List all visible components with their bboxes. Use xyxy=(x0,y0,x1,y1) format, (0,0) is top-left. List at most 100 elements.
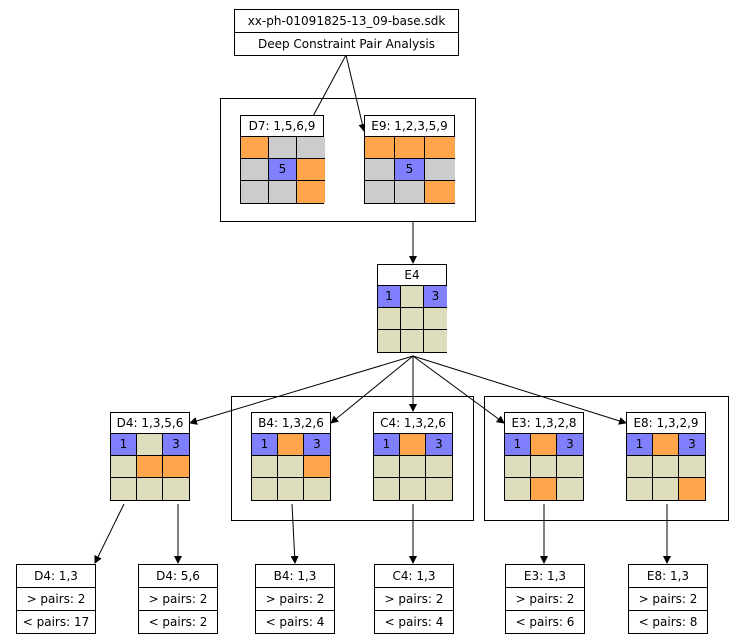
leaf-gt-pairs: > pairs: 2 xyxy=(17,587,95,610)
grid-cell xyxy=(653,478,679,500)
leaf-lt-pairs: < pairs: 4 xyxy=(256,610,334,633)
grid-cell xyxy=(111,456,137,478)
node-label: D7: 1,5,6,9 xyxy=(248,119,316,133)
grid-cell xyxy=(278,434,304,456)
grid-cell xyxy=(374,478,400,500)
grid-cell xyxy=(297,181,325,203)
grid-cell xyxy=(505,456,531,478)
grid-cell xyxy=(557,456,583,478)
grid-cell xyxy=(653,456,679,478)
leaf-lt-pairs: < pairs: 6 xyxy=(506,610,584,633)
grid-cell: 1 xyxy=(252,434,278,456)
grid-cell xyxy=(111,478,137,500)
grid-cell xyxy=(297,159,325,181)
grid-cell xyxy=(278,478,304,500)
grid-cell xyxy=(426,456,452,478)
grid-cell xyxy=(505,478,531,500)
grid-cell xyxy=(365,159,395,181)
grid-cell xyxy=(531,478,557,500)
edge-arrow xyxy=(412,355,505,424)
leaf-title: E3: 1,3 xyxy=(523,569,567,583)
grid-cell xyxy=(241,137,269,159)
node-d7: D7: 1,5,6,9 5 xyxy=(240,115,325,204)
node-label: E4 xyxy=(404,268,420,282)
grid-cell xyxy=(304,456,330,478)
grid-cell: 3 xyxy=(426,434,452,456)
grid-cell xyxy=(297,137,325,159)
leaf-d4-5-6: D4: 5,6 > pairs: 2 < pairs: 2 xyxy=(138,564,218,634)
root-subtitle: Deep Constraint Pair Analysis xyxy=(235,32,458,55)
leaf-c4-1-3: C4: 1,3 > pairs: 2 < pairs: 4 xyxy=(374,564,454,634)
grid-cell xyxy=(395,137,425,159)
grid-cell xyxy=(557,478,583,500)
grid-cell xyxy=(374,456,400,478)
grid-cell xyxy=(304,478,330,500)
grid-cell xyxy=(627,478,653,500)
grid-cell xyxy=(137,434,163,456)
leaf-gt-pairs: > pairs: 2 xyxy=(256,587,334,610)
leaf-title: D4: 5,6 xyxy=(156,569,200,583)
node-e9: E9: 1,2,3,5,9 5 xyxy=(364,115,455,204)
edge-arrow xyxy=(412,355,627,425)
cell-grid: 5 xyxy=(241,136,325,203)
grid-cell xyxy=(425,137,455,159)
grid-cell xyxy=(424,330,447,352)
grid-cell xyxy=(241,181,269,203)
node-label: D4: 1,3,5,6 xyxy=(116,416,184,430)
grid-cell: 1 xyxy=(505,434,531,456)
grid-cell xyxy=(424,308,447,330)
grid-cell: 3 xyxy=(304,434,330,456)
leaf-gt-pairs: > pairs: 2 xyxy=(139,587,217,610)
grid-cell xyxy=(378,330,401,352)
grid-cell xyxy=(269,137,297,159)
grid-cell xyxy=(365,181,395,203)
grid-cell: 1 xyxy=(378,286,401,308)
leaf-lt-pairs: < pairs: 8 xyxy=(629,610,707,633)
grid-cell: 5 xyxy=(269,159,297,181)
edge-arrow xyxy=(330,355,414,424)
grid-cell xyxy=(425,159,455,181)
grid-cell xyxy=(401,330,424,352)
leaf-b4-1-3: B4: 1,3 > pairs: 2 < pairs: 4 xyxy=(255,564,335,634)
root-node: xx-ph-01091825-13_09-base.sdk Deep Const… xyxy=(234,9,459,56)
leaf-lt-pairs: < pairs: 17 xyxy=(17,610,95,633)
grid-cell: 3 xyxy=(557,434,583,456)
node-label: C4: 1,3,2,6 xyxy=(380,416,446,430)
leaf-e8-1-3: E8: 1,3 > pairs: 2 < pairs: 8 xyxy=(628,564,708,634)
grid-cell xyxy=(269,181,297,203)
grid-cell xyxy=(278,456,304,478)
grid-cell xyxy=(531,434,557,456)
grid-cell xyxy=(425,181,455,203)
edge-arrow xyxy=(290,503,299,564)
grid-cell xyxy=(252,456,278,478)
grid-cell xyxy=(679,456,705,478)
cluster-e3-e8 xyxy=(484,396,729,521)
grid-cell xyxy=(252,478,278,500)
grid-cell xyxy=(137,456,163,478)
grid-cell: 3 xyxy=(424,286,447,308)
grid-cell xyxy=(163,478,189,500)
grid-cell xyxy=(401,286,424,308)
grid-cell xyxy=(137,478,163,500)
grid-cell: 1 xyxy=(627,434,653,456)
leaf-lt-pairs: < pairs: 4 xyxy=(375,610,453,633)
grid-cell xyxy=(627,456,653,478)
leaf-gt-pairs: > pairs: 2 xyxy=(375,587,453,610)
grid-cell xyxy=(241,159,269,181)
grid-cell xyxy=(653,434,679,456)
grid-cell: 3 xyxy=(163,434,189,456)
grid-cell xyxy=(378,308,401,330)
node-label: B4: 1,3,2,6 xyxy=(258,416,324,430)
